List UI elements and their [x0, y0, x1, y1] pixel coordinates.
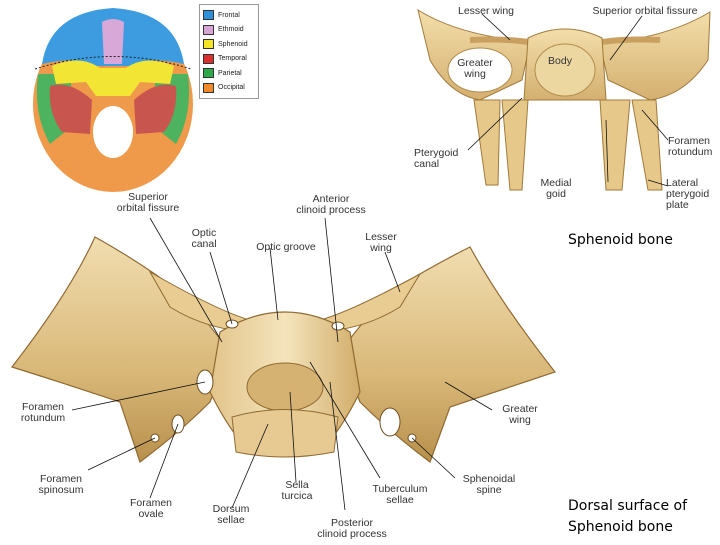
- legend-label: Occipital: [218, 84, 245, 91]
- temporal-right: [134, 84, 177, 134]
- label-foramen-rotundum-main: Foramen rotundum: [20, 401, 66, 424]
- label-body-top: Body: [548, 55, 572, 67]
- caption-dorsal-surface: Dorsal surface of Sphenoid bone: [568, 498, 687, 535]
- skull-base-diagram: [30, 4, 196, 192]
- legend-swatch: [203, 24, 214, 35]
- legend-label: Sphenoid: [218, 40, 248, 48]
- label-greater-wing-main: Greater wing: [502, 403, 538, 426]
- temporal-left: [49, 84, 92, 134]
- label-posterior-clinoid-process: Posterior clinoid process: [317, 517, 387, 540]
- label-pterygoid-canal-top: Pterygoid canal: [414, 147, 459, 170]
- legend-swatch: [203, 82, 214, 93]
- label-optic-canal: Optic canal: [191, 227, 217, 250]
- label-sphenoidal-spine: Sphenoidal spine: [462, 473, 516, 496]
- legend-item: Parietal: [203, 67, 242, 79]
- legend-label: Temporal: [218, 55, 247, 62]
- label-anterior-clinoid-process: Anterior clinoid process: [296, 193, 366, 216]
- label-foramen-ovale: Foramen ovale: [129, 497, 172, 520]
- legend-item: Frontal: [203, 9, 240, 21]
- legend-swatch: [203, 10, 214, 20]
- label-superior-orbital-fissure-top: Superior orbital fissure: [592, 5, 698, 17]
- label-medial-plate-top: Medial goid: [540, 177, 572, 200]
- label-tuberculum-sellae: Tuberculum sellae: [372, 483, 428, 506]
- label-optic-groove: Optic groove: [256, 241, 316, 253]
- legend-label: Parietal: [218, 69, 242, 77]
- sphenoid-posterior-view: Lesser wing Superior orbital fissure Gre…: [410, 0, 720, 225]
- legend-swatch: [203, 39, 214, 49]
- legend-item: Occipital: [203, 82, 245, 94]
- legend-label: Ethmoid: [218, 26, 244, 33]
- label-lateral-pterygoid-plate-top: Lateral pterygoid plate: [666, 177, 710, 211]
- sphenoid-dorsal-view: Superior orbital fissure Anterior clinoi…: [0, 192, 560, 540]
- legend-swatch: [203, 68, 214, 78]
- label-sella-turcica: Sella turcica: [281, 479, 313, 502]
- label-greater-wing-top: Greater wing: [457, 57, 493, 80]
- label-foramen-spinosum: Foramen spinosum: [38, 473, 84, 496]
- legend-swatch: [203, 53, 214, 64]
- legend-item: Temporal: [203, 53, 247, 65]
- label-lesser-wing-top: Lesser wing: [457, 5, 515, 17]
- legend-item: Sphenoid: [203, 38, 248, 50]
- label-dorsum-sellae: Dorsum sellae: [212, 503, 250, 526]
- foramen-magnum: [93, 106, 133, 158]
- caption-sphenoid-bone: Sphenoid bone: [568, 232, 673, 248]
- sphenoid-region: [52, 60, 174, 96]
- ethmoid-region: [102, 19, 124, 64]
- greater-wing-shape-left-main: [10, 236, 231, 463]
- greater-wing-shape-right-main: [339, 246, 556, 463]
- label-lesser-wing-main: Lesser wing: [365, 231, 397, 254]
- label-superior-orbital-fissure-main: Superior orbital fissure: [116, 191, 180, 214]
- legend-label: Frontal: [218, 11, 240, 19]
- greater-wing-shape-right: [599, 11, 711, 101]
- label-foramen-rotundum-top: Foramen rotundum: [668, 135, 713, 158]
- legend-item: Ethmoid: [203, 24, 244, 36]
